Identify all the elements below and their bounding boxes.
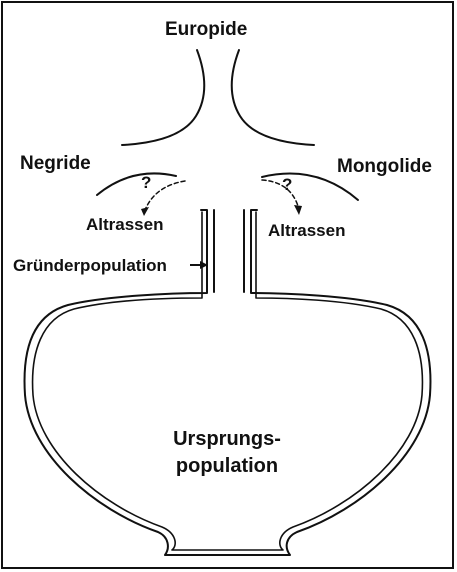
- label-center-line-2: population: [147, 453, 307, 480]
- label-left-question: ?: [141, 174, 151, 191]
- label-left-altrassen: Altrassen: [86, 216, 163, 233]
- label-europide: Europide: [165, 20, 247, 39]
- label-right-question: ?: [282, 176, 292, 193]
- label-right-altrassen: Altrassen: [268, 222, 345, 239]
- negride-arc: [97, 173, 176, 195]
- label-center-line-1: Ursprungs-: [147, 426, 307, 453]
- label-gruenderpopulation: Gründerpopulation: [13, 257, 167, 274]
- right-arrowhead: [294, 205, 302, 215]
- right-dashed-branch: [262, 180, 298, 206]
- europide-right-arc: [232, 50, 314, 145]
- label-mongolide: Mongolide: [337, 157, 432, 176]
- mongolide-arc: [262, 174, 358, 200]
- label-negride: Negride: [20, 154, 91, 173]
- europide-left-arc: [122, 50, 204, 145]
- label-ursprungspopulation: Ursprungs- population: [147, 426, 307, 480]
